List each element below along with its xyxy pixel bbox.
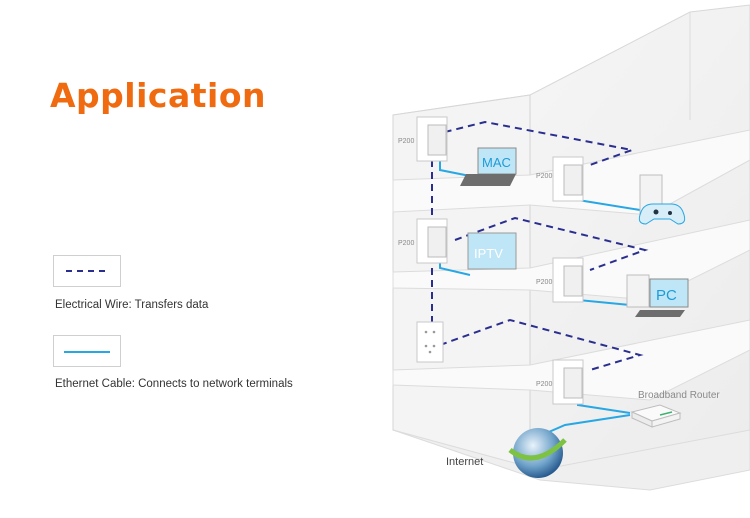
wall-socket-icon [416, 321, 444, 363]
internet-label: Internet [446, 456, 483, 468]
wire-top [432, 120, 636, 166]
game-console-icon [638, 174, 686, 225]
pc-computer-icon: PC [626, 274, 689, 317]
adapter-top-right: P200 [536, 156, 584, 202]
adapter-bottom-right: P200 [536, 359, 584, 405]
broadband-router-icon: Broadband Router [630, 390, 720, 428]
legend-ethernet-label: Ethernet Cable: Connects to network term… [55, 378, 293, 390]
adapter-top-left: P200 [398, 116, 448, 162]
iptv-label: IPTV [474, 246, 503, 261]
legend-ethernet-swatch [53, 335, 121, 367]
pc-label: PC [656, 287, 677, 304]
adapter-label: P200 [398, 138, 414, 145]
adapter-label: P200 [398, 240, 414, 247]
internet-globe-icon: Internet [446, 428, 567, 478]
iptv-screen-icon: IPTV [467, 232, 517, 270]
page-title: Application [50, 76, 266, 115]
adapter-label: P200 [536, 173, 552, 180]
router-label: Broadband Router [638, 390, 720, 401]
adapter-middle-left: P200 [398, 218, 448, 264]
adapter-middle-right: P200 [536, 257, 584, 303]
wire-bottom [439, 318, 644, 371]
mac-label: MAC [482, 155, 511, 170]
legend-electrical-swatch [53, 255, 121, 287]
adapter-label: P200 [536, 279, 552, 286]
legend-electrical-label: Electrical Wire: Transfers data [55, 299, 209, 311]
mac-laptop-icon: MAC [460, 147, 517, 186]
adapter-label: P200 [536, 381, 552, 388]
